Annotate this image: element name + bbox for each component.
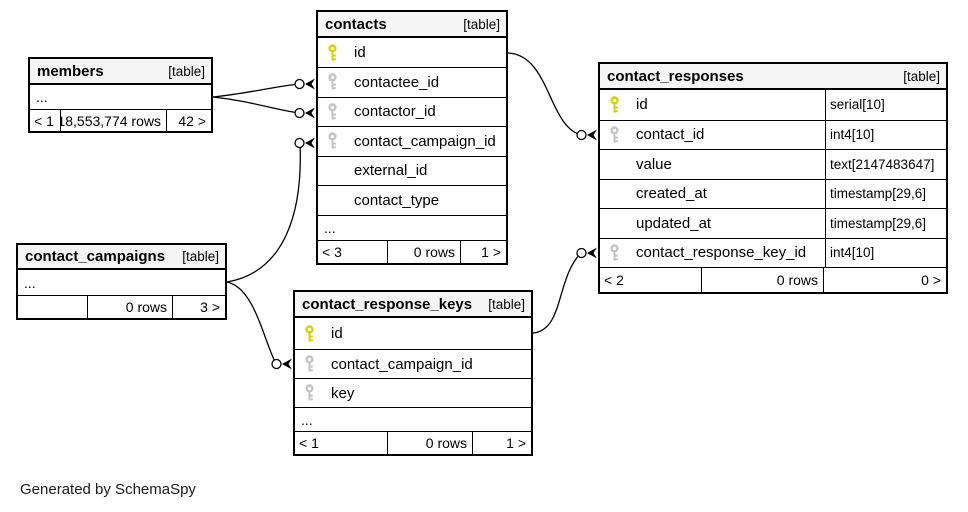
table-footer: < 2 0 rows 0 > [600, 267, 946, 292]
column-type: text[2147483647] [825, 150, 946, 179]
column-row: id serial[10] [600, 90, 946, 120]
table-contact-responses[interactable]: contact_responses [table] id serial[10] … [598, 62, 948, 294]
foreign-key-icon [600, 244, 636, 262]
table-footer: 0 rows 3 > [18, 295, 225, 318]
table-contacts[interactable]: contacts [table] id contactee_id contact… [316, 10, 508, 265]
column-type: timestamp[29,6] [825, 179, 946, 208]
table-members-header[interactable]: members [table] [30, 59, 211, 85]
column-name: contact_type [354, 191, 440, 209]
row-count: 18,553,774 rows [60, 110, 166, 131]
column-name: contact_response_key_id [636, 244, 807, 262]
table-title: contact_response_keys [302, 295, 473, 313]
pager-prev [18, 296, 87, 318]
column-name: contactor_id [354, 103, 436, 121]
table-tag: [table] [903, 68, 940, 84]
column-row: contact_type [318, 185, 506, 215]
column-type: timestamp[29,6] [825, 209, 946, 238]
table-footer: < 3 0 rows 1 > [318, 239, 506, 263]
foreign-key-icon [318, 73, 354, 91]
column-name: contactee_id [354, 73, 440, 91]
edge-campaigns-response-keys [226, 281, 277, 365]
table-title: contact_campaigns [25, 248, 166, 265]
table-title: contacts [325, 15, 387, 33]
foreign-key-icon [318, 103, 354, 121]
table-members[interactable]: members [table] ... < 1 18,553,774 rows … [28, 57, 213, 133]
edge-contacts-contact-id [507, 52, 582, 136]
row-count: 0 rows [87, 296, 172, 318]
table-contact-campaigns[interactable]: contact_campaigns [table] ... 0 rows 3 > [16, 243, 227, 320]
table-contact-response-keys-header[interactable]: contact_response_keys [table] [295, 292, 531, 318]
foreign-key-icon [295, 355, 331, 373]
column-name: id [636, 96, 648, 114]
column-row: external_id [318, 155, 506, 185]
column-row: value text[2147483647] [600, 149, 946, 179]
table-contact-campaigns-header[interactable]: contact_campaigns [table] [18, 245, 225, 270]
pager-next[interactable]: 1 > [460, 240, 506, 263]
table-contacts-header[interactable]: contacts [table] [318, 12, 506, 38]
row-count: 0 rows [701, 268, 823, 292]
pager-prev[interactable]: < 2 [604, 272, 624, 288]
table-tag: [table] [488, 296, 525, 312]
ellipsis-row: ... [295, 407, 531, 431]
column-name: contact_campaign_id [354, 132, 496, 150]
column-name: id [331, 325, 343, 342]
pager-next[interactable]: 3 > [172, 296, 225, 318]
pager-next[interactable]: 1 > [472, 432, 531, 454]
column-row: contactor_id [318, 96, 506, 126]
column-row: created_at timestamp[29,6] [600, 178, 946, 208]
column-row: key [295, 378, 531, 407]
column-row: contact_id int4[10] [600, 119, 946, 149]
edge-campaigns-contact-campaign-id [226, 142, 301, 283]
foreign-key-icon [318, 132, 354, 150]
column-name: value [636, 155, 672, 173]
column-row: updated_at timestamp[29,6] [600, 208, 946, 238]
column-type: int4[10] [825, 120, 946, 149]
column-name: key [331, 384, 355, 402]
row-count: 0 rows [387, 240, 460, 263]
pager-prev[interactable]: < 1 [34, 112, 54, 129]
primary-key-icon [295, 324, 331, 343]
column-row: contact_campaign_id [295, 349, 531, 378]
table-title: members [37, 62, 104, 80]
foreign-key-icon [600, 126, 636, 144]
row-count: 0 rows [387, 432, 472, 454]
edge-response-keys-response-key-id [532, 252, 582, 334]
ellipsis-row: ... [18, 270, 225, 295]
ellipsis-row: ... [318, 214, 506, 240]
column-name: created_at [636, 185, 707, 203]
ellipsis-row: ... [30, 85, 211, 109]
table-tag: [table] [168, 63, 205, 79]
column-name: external_id [354, 162, 428, 180]
column-row: id [295, 318, 531, 349]
table-tag: [table] [182, 249, 219, 264]
pager-prev[interactable]: < 3 [322, 243, 342, 260]
column-name: updated_at [636, 214, 712, 232]
pager-next[interactable]: 0 > [823, 268, 946, 292]
table-contact-response-keys[interactable]: contact_response_keys [table] id contact… [293, 290, 533, 456]
generated-by-credit: Generated by SchemaSpy [20, 481, 196, 498]
column-type: serial[10] [825, 90, 946, 120]
column-row: contactee_id [318, 67, 506, 97]
pager-next[interactable]: 42 > [166, 110, 211, 131]
edge-members-contactee-id [212, 83, 300, 98]
column-name: contact_id [636, 126, 705, 144]
column-row: contact_campaign_id [318, 126, 506, 156]
column-row: id [318, 38, 506, 67]
table-title: contact_responses [607, 67, 744, 85]
column-name: id [354, 44, 366, 61]
primary-key-icon [600, 96, 636, 114]
table-contact-responses-header[interactable]: contact_responses [table] [600, 64, 946, 90]
column-name: contact_campaign_id [331, 355, 473, 373]
table-footer: < 1 0 rows 1 > [295, 431, 531, 454]
primary-key-icon [318, 43, 354, 62]
table-footer: < 1 18,553,774 rows 42 > [30, 109, 211, 131]
table-tag: [table] [463, 16, 500, 32]
column-type: int4[10] [825, 238, 946, 267]
edge-members-contactor-id [212, 96, 300, 114]
foreign-key-icon [295, 384, 331, 402]
column-row: contact_response_key_id int4[10] [600, 237, 946, 267]
pager-prev[interactable]: < 1 [299, 435, 319, 451]
